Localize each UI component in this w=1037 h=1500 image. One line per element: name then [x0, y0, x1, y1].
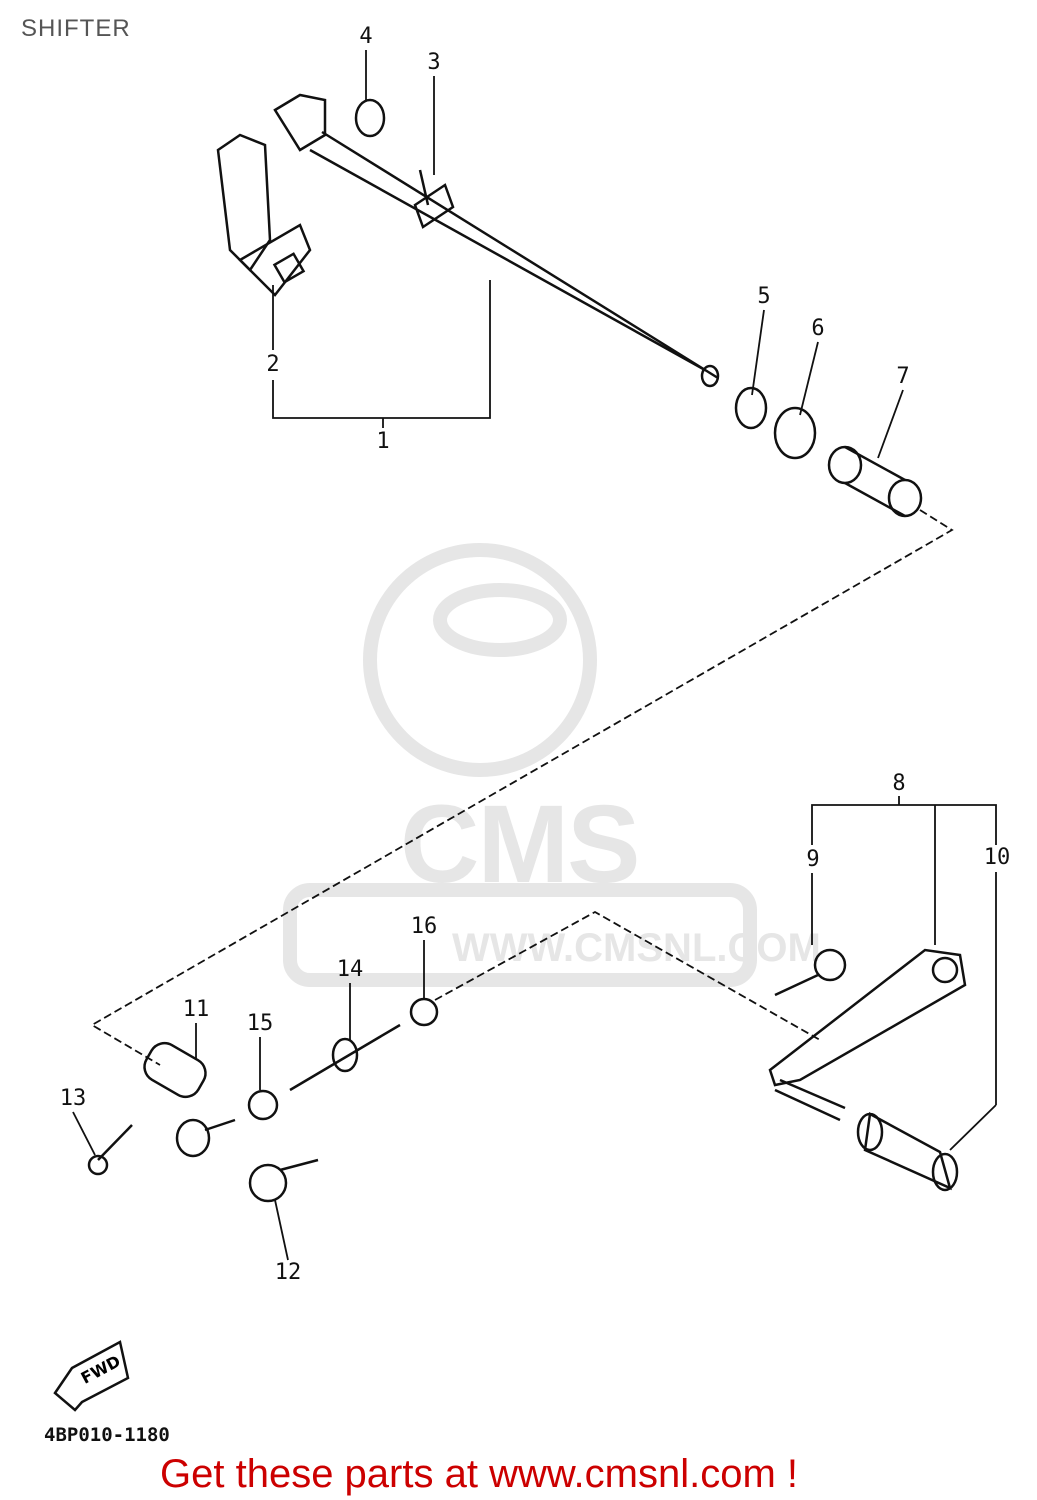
callout-10: 10: [983, 845, 1011, 870]
callout-5: 5: [757, 284, 771, 309]
callout-4: 4: [359, 24, 373, 49]
circlip-4: [354, 98, 386, 138]
callout-13: 13: [59, 1086, 87, 1111]
washer-5: [734, 386, 768, 430]
diagram-code: 4BP010-1180: [44, 1424, 170, 1446]
shift-shaft: [216, 93, 720, 388]
joint-12: [248, 1158, 319, 1203]
callout-1: 1: [376, 429, 390, 454]
callout-2: 2: [266, 352, 280, 377]
rubber-10: [856, 1112, 959, 1192]
nut-15: [247, 1089, 279, 1121]
callout-14: 14: [336, 957, 364, 982]
fwd-arrow-icon: [53, 1340, 130, 1412]
promo-link[interactable]: Get these parts at www.cmsnl.com !: [160, 1452, 798, 1496]
watermark-logo: CMS: [400, 783, 640, 906]
callout-12: 12: [274, 1260, 302, 1285]
callout-11: 11: [182, 997, 210, 1022]
callout-9: 9: [806, 847, 820, 872]
bolt-13: [87, 1124, 133, 1176]
callout-8: 8: [892, 771, 906, 796]
bolt-14: [289, 1023, 401, 1092]
callout-3: 3: [427, 50, 441, 75]
joint-11: [143, 1041, 236, 1158]
nut-16: [409, 997, 439, 1027]
seal-6: [773, 406, 817, 460]
watermark-mascot-icon: [283, 543, 757, 987]
pedal-8: [768, 948, 967, 1122]
callout-16: 16: [410, 914, 438, 939]
callout-15: 15: [246, 1011, 274, 1036]
bolt-9: [774, 948, 847, 997]
callout-7: 7: [896, 364, 910, 389]
page-title: SHIFTER: [21, 15, 131, 42]
collar-7: [827, 445, 923, 518]
callout-6: 6: [811, 316, 825, 341]
leader-lines: [72, 50, 997, 1261]
